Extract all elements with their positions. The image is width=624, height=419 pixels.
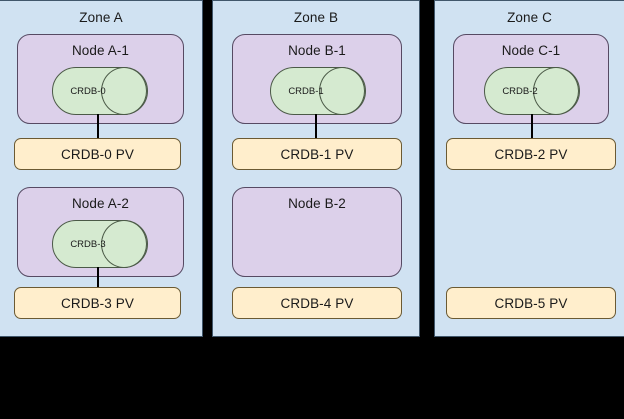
node-title-a-2: Node A-2 — [71, 196, 130, 211]
pv-box-crdb-3[interactable]: CRDB-3 PV — [14, 287, 181, 319]
connector-crdb-1-to-pv — [315, 114, 317, 139]
cylinder-cap-icon — [101, 220, 147, 268]
cylinder-cap-icon — [101, 67, 147, 115]
database-label-crdb-0: CRDB-0 — [70, 85, 106, 97]
node-box-b-2[interactable]: Node B-2 — [232, 187, 402, 277]
pv-box-crdb-5[interactable]: CRDB-5 PV — [446, 287, 616, 319]
node-box-c-1[interactable]: Node C-1 CRDB-2 — [453, 34, 609, 124]
cylinder-cap-icon — [319, 67, 365, 115]
pv-box-crdb-1[interactable]: CRDB-1 PV — [232, 138, 402, 170]
cylinder-cap-icon — [533, 67, 579, 115]
database-label-crdb-2: CRDB-2 — [502, 85, 538, 97]
database-label-crdb-1: CRDB-1 — [288, 85, 324, 97]
node-title-b-2: Node B-2 — [288, 196, 346, 211]
connector-crdb-3-to-pv — [97, 267, 99, 292]
node-title-b-1: Node B-1 — [288, 43, 346, 58]
zone-title-c: Zone C — [507, 10, 552, 25]
zone-container-a[interactable]: Zone A Node A-1 CRDB-0 CRDB-0 PV Node A-… — [0, 0, 203, 337]
database-label-crdb-3: CRDB-3 — [70, 238, 106, 250]
zone-title-b: Zone B — [293, 10, 339, 25]
database-cylinder-crdb-0[interactable]: CRDB-0 — [52, 67, 148, 115]
zone-container-b[interactable]: Zone B Node B-1 CRDB-1 CRDB-1 PV Node B-… — [212, 0, 420, 337]
zone-title-a: Zone A — [79, 10, 123, 25]
node-title-a-1: Node A-1 — [71, 43, 130, 58]
node-box-b-1[interactable]: Node B-1 CRDB-1 — [232, 34, 402, 124]
database-cylinder-crdb-1[interactable]: CRDB-1 — [270, 67, 366, 115]
node-title-c-1: Node C-1 — [501, 43, 561, 58]
zone-container-c[interactable]: Zone C Node C-1 CRDB-2 CRDB-2 PV CRDB-5 … — [434, 0, 624, 337]
pv-box-crdb-2[interactable]: CRDB-2 PV — [446, 138, 616, 170]
node-box-a-1[interactable]: Node A-1 CRDB-0 — [17, 34, 184, 124]
pv-box-crdb-4[interactable]: CRDB-4 PV — [232, 287, 402, 319]
pv-box-crdb-0[interactable]: CRDB-0 PV — [14, 138, 181, 170]
connector-crdb-2-to-pv — [531, 114, 533, 139]
node-box-a-2[interactable]: Node A-2 CRDB-3 — [17, 187, 184, 277]
database-cylinder-crdb-2[interactable]: CRDB-2 — [484, 67, 580, 115]
connector-crdb-0-to-pv — [97, 114, 99, 139]
database-cylinder-crdb-3[interactable]: CRDB-3 — [52, 220, 148, 268]
